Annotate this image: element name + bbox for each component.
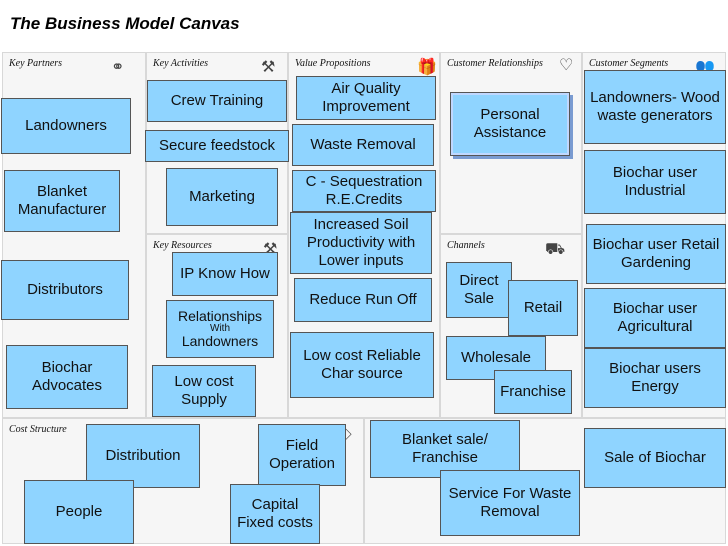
panel-label-channels: Channels xyxy=(447,240,485,251)
note-landowners: Landowners xyxy=(1,98,131,154)
note-retail: Retail xyxy=(508,280,578,336)
note-secure-feedstock: Secure feedstock xyxy=(145,130,289,162)
note-personal-assistance: Personal Assistance xyxy=(450,92,570,156)
note-ip-know-how: IP Know How xyxy=(172,252,278,296)
note-reduce-run-off: Reduce Run Off xyxy=(294,278,432,322)
chain-link-icon: ⚭ xyxy=(111,57,125,76)
panel-label-key-activities: Key Activities xyxy=(153,58,209,69)
note-capital-fixed-costs: Capital Fixed costs xyxy=(230,484,320,544)
panel-label-key-partners: Key Partners xyxy=(9,58,63,69)
relationships-landowners: Landowners xyxy=(181,333,259,350)
note-crew-training: Crew Training xyxy=(147,80,287,122)
heart-icon: ♡ xyxy=(559,55,574,74)
note-marketing: Marketing xyxy=(166,168,278,226)
panel-label-key-resources: Key Resources xyxy=(153,240,212,251)
truck-icon: ⛟ xyxy=(545,239,566,258)
relationships-title: Relationships xyxy=(177,308,263,325)
note-sale-of-biochar: Sale of Biochar xyxy=(584,428,726,488)
note-blanket-manufacturer: Blanket Manufacturer xyxy=(4,170,120,232)
canvas-title: The Business Model Canvas xyxy=(10,14,240,33)
panel-label-customer-segments: Customer Segments xyxy=(589,58,669,69)
panel-label-customer-relationships: Customer Relationships xyxy=(447,58,543,69)
note-low-cost-supply: Low cost Supply xyxy=(152,365,256,417)
panel-label-value-propositions: Value Propositions xyxy=(295,58,371,69)
note-waste-removal: Waste Removal xyxy=(292,124,434,166)
note-biochar-users-energy: Biochar users Energy xyxy=(584,348,726,408)
note-increased-soil: Increased Soil Productivity with Lower i… xyxy=(290,212,432,274)
note-people: People xyxy=(24,480,134,544)
note-c-sequestration: C - Sequestration R.E.Credits xyxy=(292,170,436,212)
gift-icon: 🎁 xyxy=(417,57,437,76)
note-relationships: Relationships With Landowners xyxy=(166,300,274,358)
note-low-cost-reliable: Low cost Reliable Char source xyxy=(290,332,434,398)
note-air-quality: Air Quality Improvement xyxy=(296,76,436,120)
note-direct-sale: Direct Sale xyxy=(446,262,512,318)
note-biochar-advocates: Biochar Advocates xyxy=(6,345,128,409)
note-biochar-user-agricultural: Biochar user Agricultural xyxy=(584,288,726,348)
note-franchise: Franchise xyxy=(494,370,572,414)
note-biochar-user-industrial: Biochar user Industrial xyxy=(584,150,726,214)
panel-label-cost-structure: Cost Structure xyxy=(9,424,67,435)
note-blanket-sale-franchise: Blanket sale/ Franchise xyxy=(370,420,520,478)
relationships-with: With xyxy=(210,322,230,334)
note-biochar-user-retail: Biochar user Retail Gardening xyxy=(586,224,726,284)
worker-icon: ⚒ xyxy=(261,57,276,76)
note-landowners-wood-waste: Landowners- Wood waste generators xyxy=(584,70,726,144)
note-distribution: Distribution xyxy=(86,424,200,488)
note-distributors: Distributors xyxy=(1,260,129,320)
note-service-waste-removal: Service For Waste Removal xyxy=(440,470,580,536)
note-field-operation: Field Operation xyxy=(258,424,346,486)
